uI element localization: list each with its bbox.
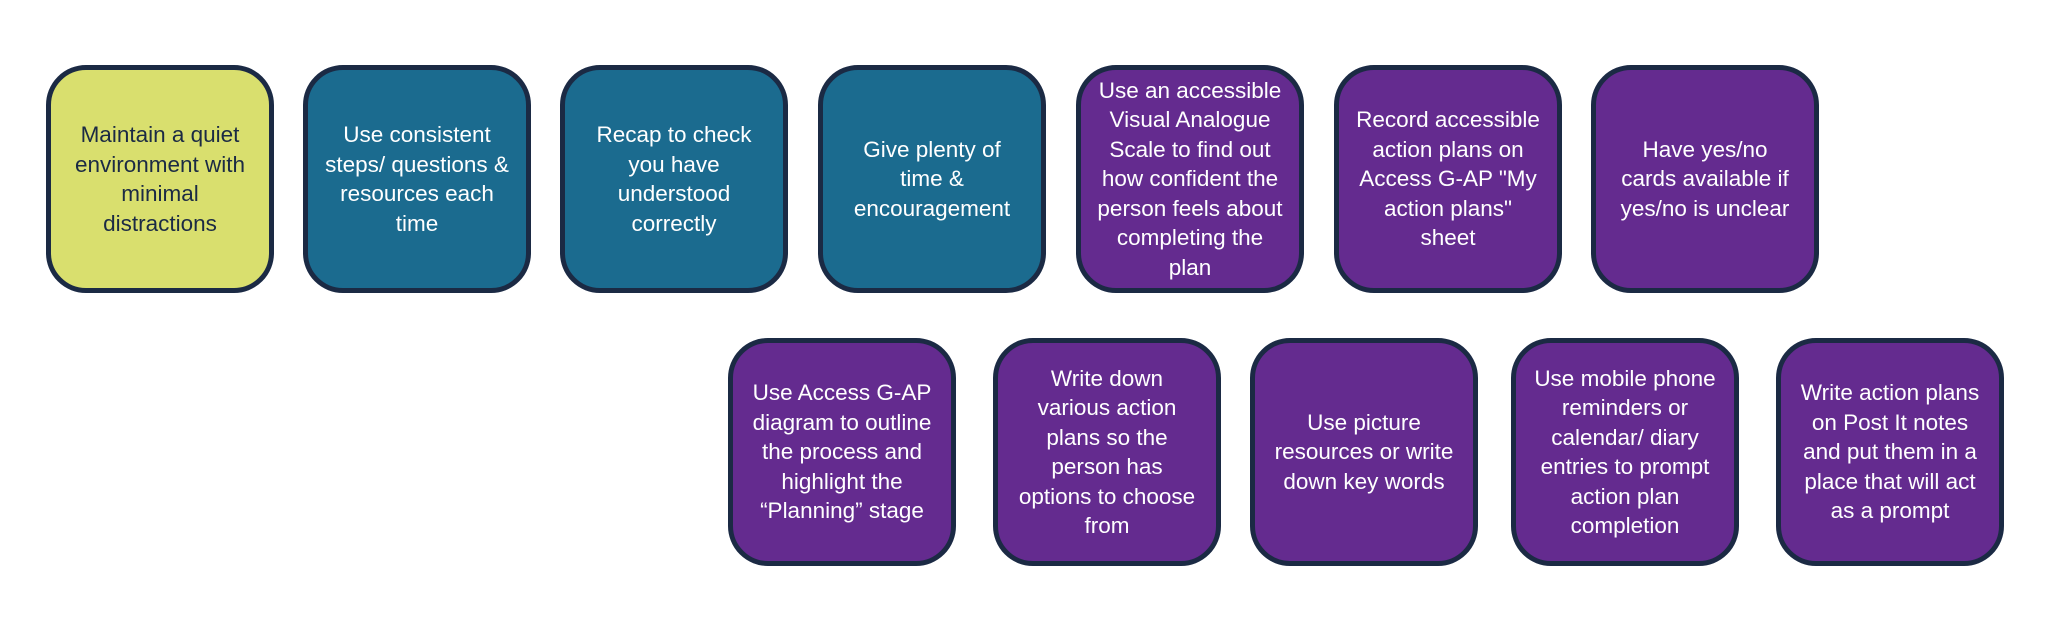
card-consistent-steps: Use consistent steps/ questions & resour… bbox=[303, 65, 531, 293]
card-text: Recap to check you have understood corre… bbox=[596, 122, 752, 236]
card-text: Use Access G-AP diagram to outline the p… bbox=[752, 380, 932, 524]
card-text: Give plenty of time & encouragement bbox=[853, 136, 1011, 221]
card-text: Write action plans on Post It notes and … bbox=[1800, 380, 1980, 524]
card-quiet-environment: Maintain a quiet environment with minima… bbox=[46, 65, 274, 293]
card-access-gap-diagram: Use Access G-AP diagram to outline the p… bbox=[728, 338, 956, 566]
card-post-it-notes: Write action plans on Post It notes and … bbox=[1776, 338, 2004, 566]
card-write-down-plans: Write down various action plans so the p… bbox=[993, 338, 1221, 566]
card-picture-resources: Use picture resources or write down key … bbox=[1250, 338, 1478, 566]
card-text: Have yes/no cards available if yes/no is… bbox=[1620, 136, 1790, 221]
card-visual-analogue-scale: Use an accessible Visual Analogue Scale … bbox=[1076, 65, 1304, 293]
card-record-action-plans: Record accessible action plans on Access… bbox=[1334, 65, 1562, 293]
card-recap: Recap to check you have understood corre… bbox=[560, 65, 788, 293]
card-text: Write down various action plans so the p… bbox=[1018, 365, 1196, 539]
card-text: Use an accessible Visual Analogue Scale … bbox=[1097, 77, 1283, 280]
card-phone-reminders: Use mobile phone reminders or calendar/ … bbox=[1511, 338, 1739, 566]
card-text: Use mobile phone reminders or calendar/ … bbox=[1534, 365, 1716, 539]
card-text: Use picture resources or write down key … bbox=[1274, 409, 1454, 494]
card-text: Maintain a quiet environment with minima… bbox=[74, 122, 246, 236]
card-text: Record accessible action plans on Access… bbox=[1356, 107, 1540, 251]
card-yes-no-cards: Have yes/no cards available if yes/no is… bbox=[1591, 65, 1819, 293]
card-text: Use consistent steps/ questions & resour… bbox=[325, 122, 509, 236]
card-time-encouragement: Give plenty of time & encouragement bbox=[818, 65, 1046, 293]
